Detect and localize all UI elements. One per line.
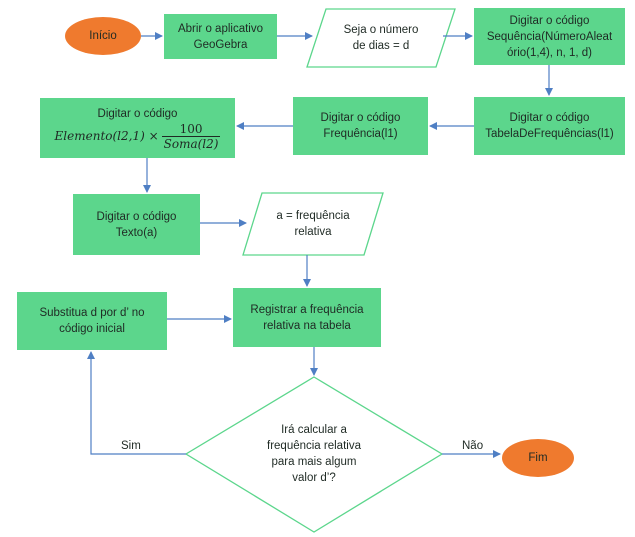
end-label-text: Fim (528, 452, 548, 464)
end-terminal (502, 439, 574, 477)
substitute-d-box (17, 292, 167, 350)
decision-line-4: valor d’? (292, 472, 336, 484)
fraction-denominator: Soma(l2) (163, 136, 219, 151)
input-days-label: Seja o número de dias = d (318, 9, 444, 67)
element-formula-expression: Elemento(l2,1) × (54, 129, 159, 143)
decision-line-3: para mais algum (271, 456, 357, 468)
register-table-box (233, 288, 381, 347)
element-formula-math: Elemento(l2,1) × 100 Soma(l2) (55, 122, 221, 151)
element-formula-line-1: Digitar o código (97, 107, 178, 120)
input-days-line-1: Seja o número (343, 24, 419, 36)
open-geogebra-line-2: GeoGebra (193, 38, 248, 51)
element-formula-fraction: 100 Soma(l2) (161, 122, 221, 151)
frequency-code-label: Digitar o código Frequência(l1) (293, 97, 428, 155)
frequency-code-line-2: Frequência(l1) (323, 128, 398, 140)
text-code-line-2: Texto(a) (115, 226, 158, 239)
element-formula-label: Digitar o código Elemento(l2,1) × 100 So… (40, 98, 235, 158)
frequency-table-label: Digitar o código TabelaDeFrequências(l1) (474, 97, 625, 155)
arrow-decision-to-substitute (87, 351, 186, 455)
text-code-label: Digitar o código Texto(a) (73, 194, 200, 255)
relative-frequency-label: a = frequência relativa (252, 193, 374, 255)
edge-label-yes: Sim (121, 440, 141, 452)
start-label-text: Início (89, 30, 117, 42)
relative-frequency-line-1: a = frequência (276, 210, 350, 222)
input-days-parallelogram (306, 8, 456, 68)
decision-line-1: Irá calcular a (281, 424, 347, 436)
start-label: Início (65, 17, 141, 55)
text-code-line-1: Digitar o código (96, 210, 177, 223)
register-table-label: Registrar a frequência relativa na tabel… (233, 288, 381, 347)
sequence-code-box (474, 8, 625, 65)
substitute-d-label: Substitua d por d’ no código inicial (17, 292, 167, 350)
decision-line-2: frequência relativa (267, 440, 361, 452)
text-code-box (73, 194, 200, 255)
sequence-code-line-3: ório(1,4), n, 1, d) (506, 46, 592, 59)
sequence-code-line-2: Sequência(NúmeroAleat (486, 30, 613, 43)
register-table-line-2: relativa na tabela (263, 319, 351, 332)
frequency-table-code-box (474, 97, 625, 155)
start-terminal (65, 17, 141, 55)
relative-frequency-line-2: relativa (294, 226, 332, 238)
end-label: Fim (502, 439, 574, 477)
frequency-table-line-1: Digitar o código (509, 112, 590, 124)
relative-frequency-parallelogram (242, 192, 384, 256)
substitute-d-line-2: código inicial (59, 323, 125, 335)
element-formula-box (40, 98, 235, 158)
decision-diamond (184, 376, 444, 533)
open-geogebra-label: Abrir o aplicativo GeoGebra (164, 14, 277, 59)
sequence-code-line-1: Digitar o código (509, 14, 590, 27)
frequency-code-line-1: Digitar o código (320, 112, 401, 124)
register-table-line-1: Registrar a frequência (250, 303, 364, 316)
decision-label: Irá calcular a frequência relativa para … (244, 418, 384, 490)
fraction-numerator: 100 (161, 122, 221, 137)
input-days-line-2: de dias = d (352, 40, 410, 52)
substitute-d-line-1: Substitua d por d’ no (39, 307, 145, 319)
sequence-code-label: Digitar o código Sequência(NúmeroAleat ó… (474, 8, 625, 65)
frequency-table-line-2: TabelaDeFrequências(l1) (485, 128, 614, 140)
open-geogebra-box (164, 14, 277, 59)
edge-label-no: Não (462, 440, 484, 452)
open-geogebra-line-1: Abrir o aplicativo (177, 22, 263, 35)
frequency-code-box (293, 97, 428, 155)
